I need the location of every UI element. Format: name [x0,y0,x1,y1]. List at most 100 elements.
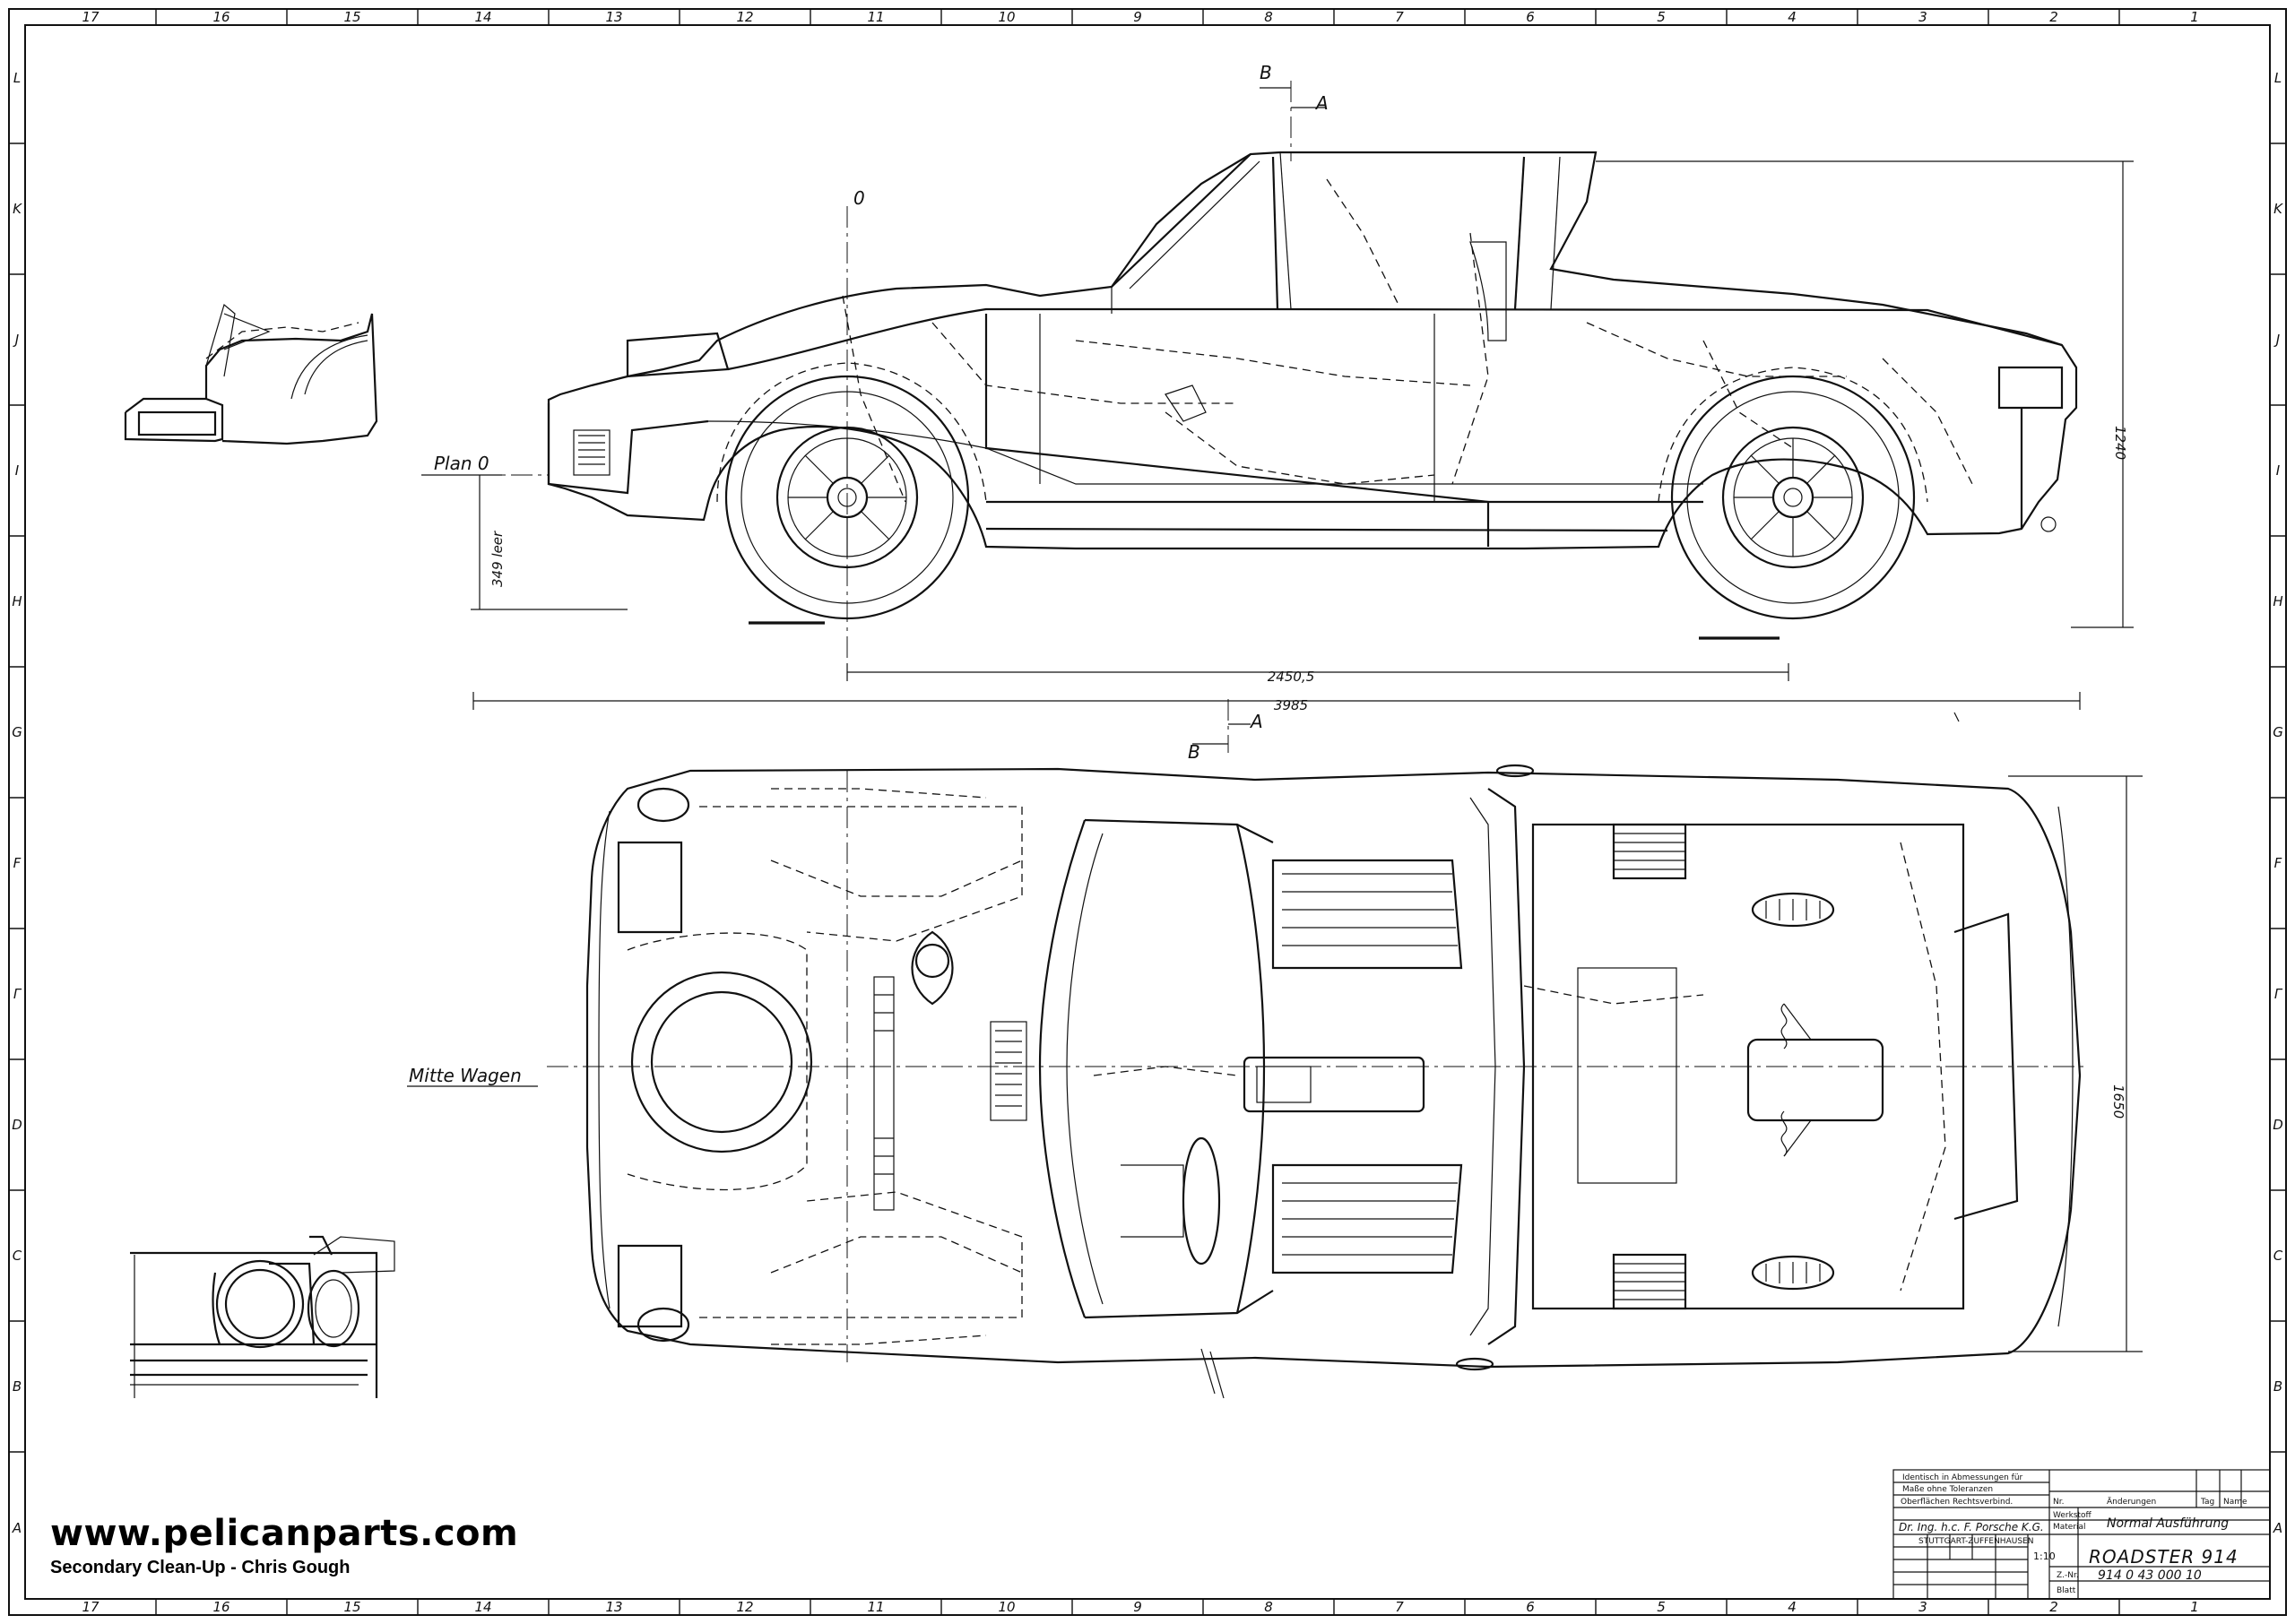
dim-height: 1240 [2112,426,2128,460]
section-label-b-top: B [1260,62,1272,83]
tb-nr: Nr. [2053,1498,2064,1507]
col-label: 14 [474,1599,491,1615]
tb-tag: Tag [2200,1498,2214,1507]
col-label: 17 [82,9,100,25]
col-label: 15 [343,9,360,25]
side-annotations: 0 B A A B Plan 0 349 leer 2450,5 3985 12… [421,62,2134,763]
tb-drawing-number: 914 0 43 000 10 [2098,1568,2202,1583]
dim-width: 1650 [2110,1084,2126,1119]
dim-ground-clearance: 349 leer [489,531,506,587]
dim-length: 3985 [1274,697,1308,713]
row-label: C [2273,1248,2283,1264]
col-label: 4 [1788,1599,1797,1615]
col-label: 12 [736,9,753,25]
row-label: A [12,1520,22,1536]
col-label: 11 [867,1599,884,1615]
tb-aenderungen: Änderungen [2107,1497,2156,1507]
tb-firm: Dr. Ing. h.c. F. Porsche K.G. [1899,1521,2044,1533]
col-label: 9 [1133,9,1142,25]
row-label: C [13,1248,22,1264]
label-mitte-wagen: Mitte Wagen [409,1065,522,1086]
tb-oberflaechen: Oberflächen Rechtsverbind. [1901,1498,2013,1507]
column-labels-top: 17 16 15 14 13 12 11 10 9 8 7 6 5 4 3 2 … [82,9,2198,25]
col-label: 6 [1526,1599,1535,1615]
grid-ticks [9,9,2286,1615]
row-label: F [2274,855,2282,871]
row-label: B [2273,1378,2282,1395]
section-label-a-bottom: A [1249,711,1263,732]
watermark: www.pelicanparts.com Secondary Clean-Up … [50,1513,518,1578]
row-label: Г [2274,986,2283,1002]
row-label: H [12,593,22,609]
col-label: 10 [998,9,1015,25]
col-label: 3 [1918,1599,1927,1615]
row-label: L [2274,70,2282,86]
col-label: 16 [212,9,230,25]
col-label: 5 [1657,1599,1666,1615]
col-label: 7 [1395,1599,1404,1615]
row-label: K [2273,201,2283,217]
tb-identisch: Identisch in Abmessungen für [1902,1473,2023,1482]
row-label: G [2273,724,2283,740]
col-label: 1 [2190,1599,2199,1615]
row-label: D [2273,1117,2283,1133]
row-label: I [15,462,20,479]
detail-front-end [124,303,378,445]
col-label: 11 [867,9,884,25]
section-label-a-top: A [1314,92,1329,114]
col-label: 16 [212,1599,230,1615]
row-label: I [2276,462,2281,479]
tb-drawing-title: ROADSTER 914 [2089,1546,2239,1568]
row-label: G [12,724,22,740]
col-label: 8 [1264,1599,1273,1615]
col-label: 6 [1526,9,1535,25]
col-label: 15 [343,1599,360,1615]
col-label: 2 [2049,9,2058,25]
row-label: J [2273,332,2280,348]
tb-blatt: Blatt [2057,1586,2076,1595]
col-label: 17 [82,1599,100,1615]
row-label: F [13,855,22,871]
tb-masse: Maße ohne Toleranzen [1902,1485,1993,1494]
col-label: 4 [1788,9,1797,25]
title-block: Identisch in Abmessungen für Maße ohne T… [1892,1469,2271,1600]
col-label: 8 [1264,9,1273,25]
row-label: J [13,332,19,348]
col-label: 13 [605,1599,622,1615]
col-label: 14 [474,9,491,25]
col-label: 7 [1395,9,1404,25]
row-label: D [12,1117,22,1133]
col-label: 9 [1133,1599,1142,1615]
row-labels-left: L K J I H G F Г D C B A [12,70,22,1536]
section-label-b-bottom: B [1188,741,1200,763]
col-label: 13 [605,9,622,25]
row-labels-right: L K J I H G F Г D C B A [2273,70,2283,1536]
drawing-frame [8,8,2287,1616]
watermark-credit: Secondary Clean-Up - Chris Gough [50,1558,351,1577]
tb-name: Name [2223,1498,2247,1507]
column-labels-bottom: 17 16 15 14 13 12 11 10 9 8 7 6 5 4 3 2 … [82,1599,2198,1615]
tb-ausfuehrung: Normal Ausführung [2107,1516,2229,1531]
label-plan-0: Plan 0 [434,453,489,474]
side-elevation-view [547,151,2078,640]
tb-znr: Z.-Nr. [2057,1571,2079,1580]
row-label: H [2273,593,2282,609]
row-label: L [13,70,21,86]
col-label: 5 [1657,9,1666,25]
row-label: K [13,201,22,217]
tb-scale: 1:10 [2033,1551,2056,1562]
col-label: 10 [998,1599,1015,1615]
row-label: A [2273,1520,2282,1536]
tb-city: STUTTGART-ZUFFENHAUSEN [1918,1537,2033,1546]
col-label: 12 [736,1599,753,1615]
detail-headlight [130,1235,395,1398]
col-label: 1 [2190,9,2199,25]
col-label: 3 [1918,9,1927,25]
row-label: B [13,1378,22,1395]
tb-werkstoff: Werkstoff [2053,1511,2092,1520]
tb-material: Material [2053,1523,2086,1532]
watermark-site[interactable]: www.pelicanparts.com [50,1513,519,1554]
plan-view: 1650 Mitte Wagen [407,764,2143,1399]
row-label: Г [13,986,22,1002]
